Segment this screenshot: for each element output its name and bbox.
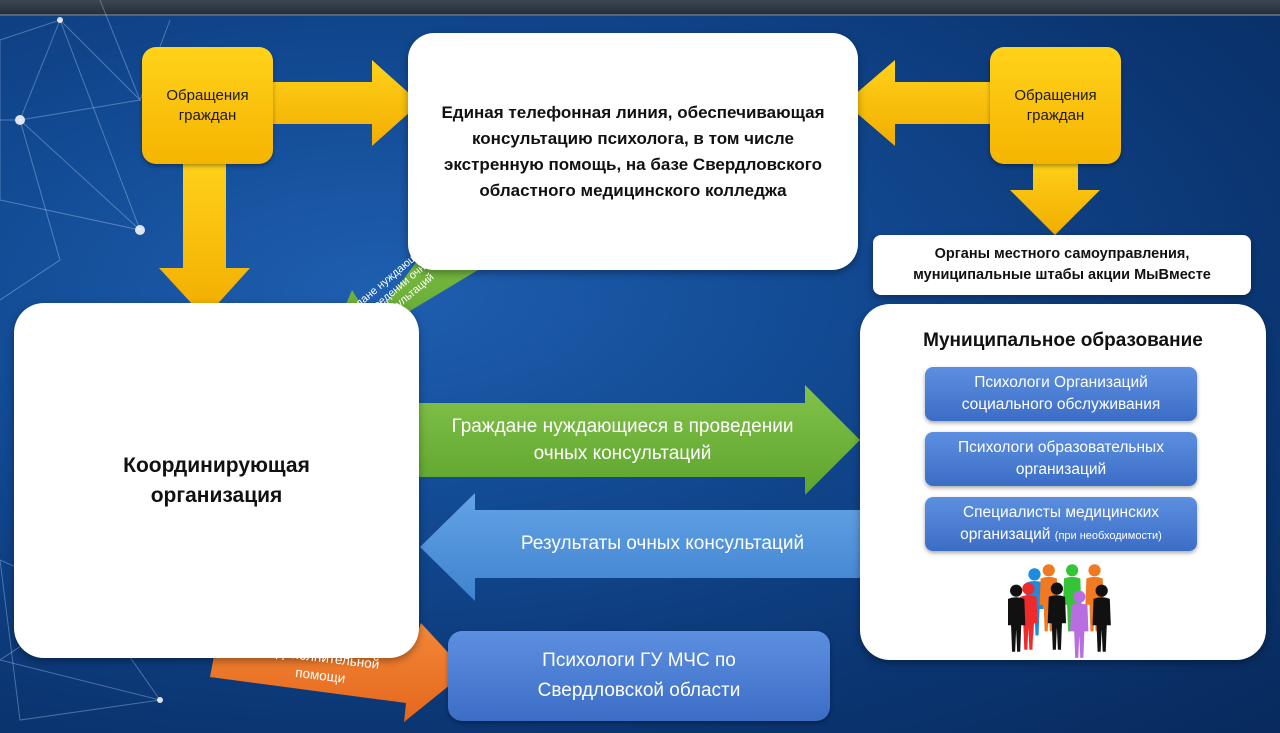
psychologists-education-label: Психологи образовательных организаций: [958, 439, 1164, 478]
psychologists-social-services: Психологи Организаций социального обслуж…: [925, 367, 1197, 421]
person-figure: [1008, 584, 1026, 652]
arrow-left-to-hotline: [268, 60, 420, 146]
local-government-text: Органы местного самоуправления, муниципа…: [913, 246, 1211, 283]
coordinator-box: Координирующая организация: [14, 303, 419, 658]
mchs-psychologists-text: Психологи ГУ МЧС по Свердловской области: [537, 650, 741, 701]
coordinator-text: Координирующая организация: [123, 453, 310, 507]
citizens-requests-left-label: Обращения граждан: [166, 86, 249, 124]
medical-specialists: Специалисты медицинских организаций (при…: [925, 497, 1197, 551]
medical-specialists-note: (при необходимости): [1054, 529, 1162, 542]
arrow-green-right: [419, 385, 860, 495]
person-figure: [1047, 582, 1067, 650]
arrow-left-down: [159, 158, 250, 318]
medical-specialists-text: Специалисты медицинских организаций (при…: [934, 502, 1189, 547]
citizens-requests-left: Обращения граждан: [142, 47, 273, 164]
blue-arrow-text: Результаты очных консультаций: [520, 533, 805, 554]
psychologists-social-services-label: Психологи Организаций социального обслуж…: [961, 374, 1161, 413]
hotline-text: Единая телефонная линия, обеспечивающая …: [441, 102, 825, 200]
person-figure: [1092, 584, 1111, 652]
municipality-title: Муниципальное образование: [923, 330, 1203, 351]
arrow-blue-left: [420, 493, 860, 601]
people-group-icon: [1008, 564, 1111, 658]
medical-specialists-label: Специалисты медицинских организаций: [960, 503, 1160, 543]
arrow-right-to-hotline: [845, 60, 992, 146]
mchs-psychologists-box: Психологи ГУ МЧС по Свердловской области: [448, 631, 830, 721]
arrow-right-down: [1010, 158, 1100, 235]
green-arrow-text: Граждане нуждающиеся в проведении очных …: [451, 416, 794, 464]
citizens-requests-right-label: Обращения граждан: [1014, 86, 1097, 124]
psychologists-education: Психологи образовательных организаций: [925, 432, 1197, 486]
hotline-box: Единая телефонная линия, обеспечивающая …: [408, 33, 858, 270]
green-arrow-label: Граждане нуждающиеся в проведении очных …: [430, 410, 815, 470]
blue-arrow-label: Результаты очных консультаций: [470, 525, 855, 563]
top-bar: [0, 0, 1280, 16]
local-government-box: Органы местного самоуправления, муниципа…: [873, 235, 1251, 295]
person-figure: [1070, 590, 1089, 658]
citizens-requests-right: Обращения граждан: [990, 47, 1121, 164]
